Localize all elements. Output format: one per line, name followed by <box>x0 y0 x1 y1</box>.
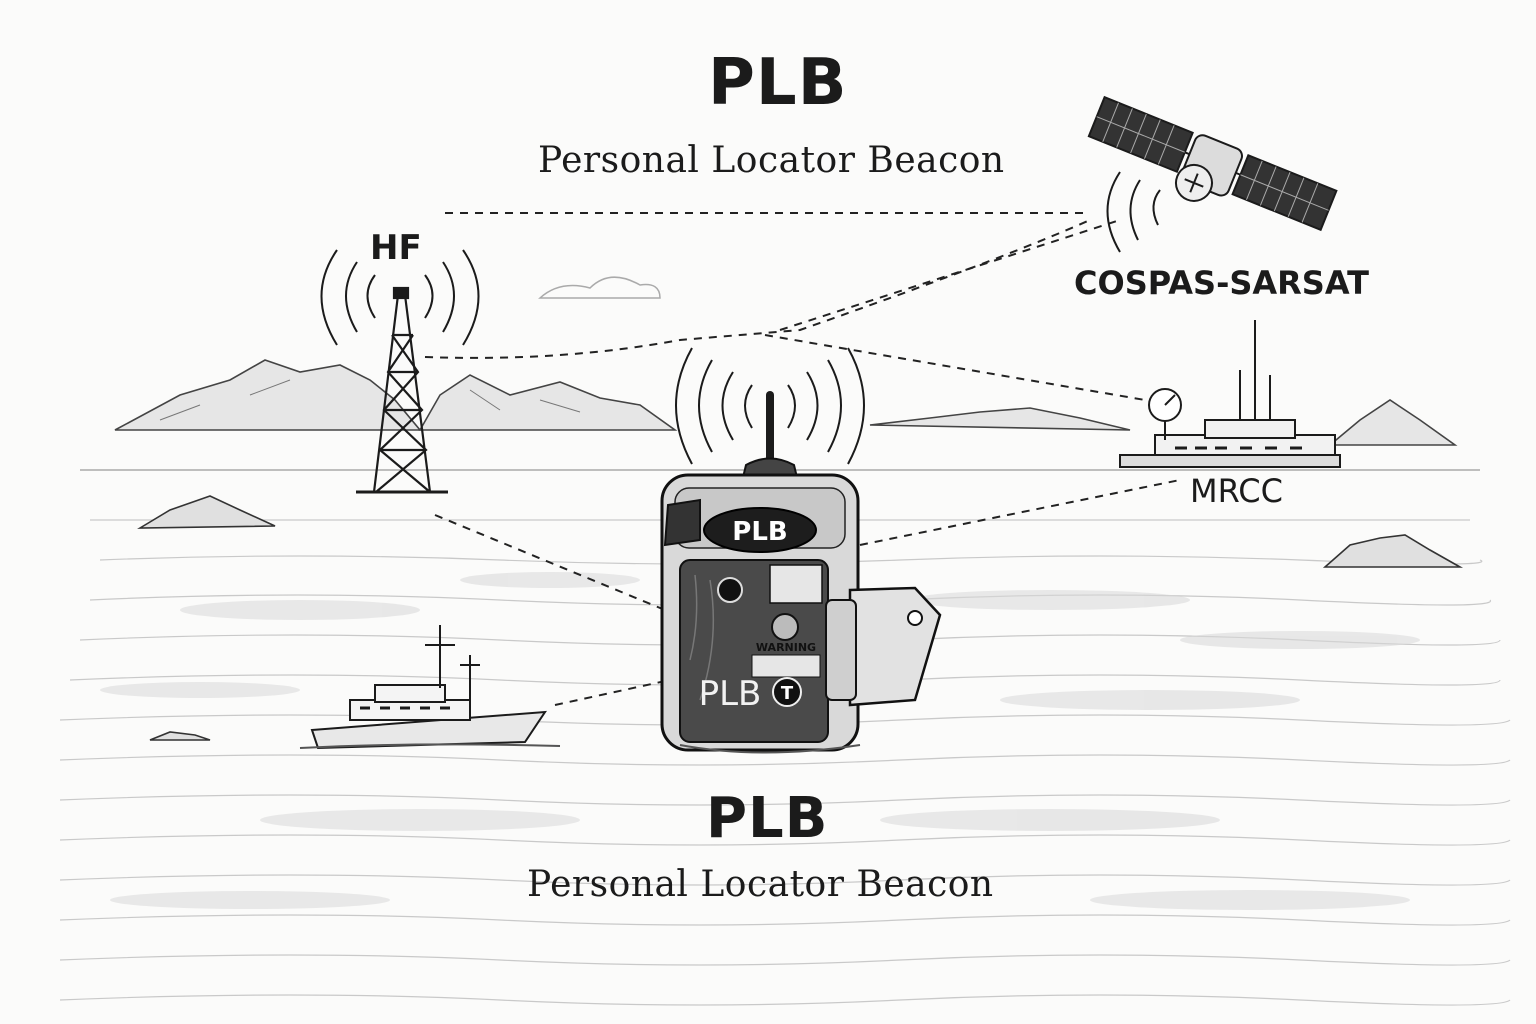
mountains-left <box>114 359 678 431</box>
signal-links <box>424 212 1181 706</box>
satellite-radio-waves <box>1106 171 1161 253</box>
device-test-button-label: T <box>781 683 794 704</box>
mrcc-station <box>1119 320 1341 468</box>
device-side-label: PLB <box>699 674 762 714</box>
plb-device <box>660 391 942 754</box>
cloud <box>538 276 661 299</box>
boat <box>299 625 561 750</box>
mountains-right <box>869 399 1458 446</box>
device-warning-label: WARNING <box>756 641 816 654</box>
header-subtitle: Personal Locator Beacon <box>538 140 1005 181</box>
hf-tower <box>356 286 448 494</box>
mrcc-label: MRCC <box>1190 472 1283 510</box>
footer-subtitle: Personal Locator Beacon <box>527 864 994 905</box>
header-title: PLB <box>708 46 848 120</box>
satellite <box>1087 95 1338 232</box>
wave-texture <box>100 572 1420 910</box>
cospas-sarsat-label: COSPAS-SARSAT <box>1074 264 1369 302</box>
plb-radio-waves <box>675 347 865 465</box>
footer-title: PLB <box>706 786 829 851</box>
hf-label: HF <box>370 228 422 268</box>
hf-radio-waves <box>320 249 480 346</box>
islands <box>137 495 1464 741</box>
device-badge-label: PLB <box>732 517 787 547</box>
